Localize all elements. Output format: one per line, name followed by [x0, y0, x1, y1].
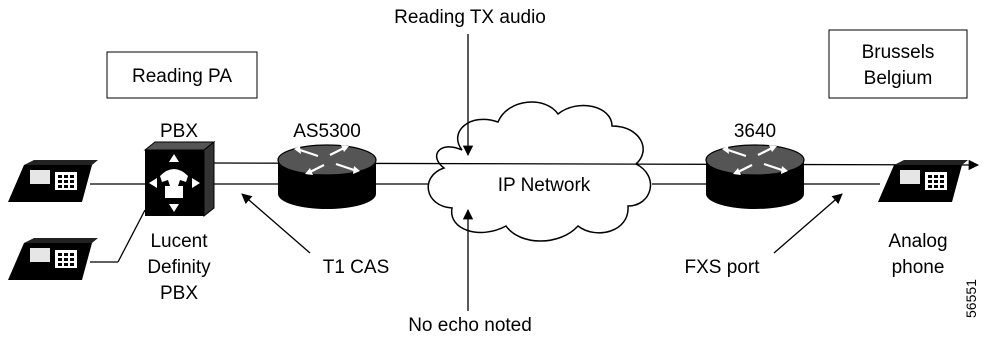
pbx-desc-definity: Definity	[147, 257, 211, 278]
fxs-port-label: FXS port	[685, 257, 761, 278]
telephone-icon	[8, 160, 98, 202]
bottom-note-label: No echo noted	[408, 315, 532, 336]
t1-cas-arrow	[241, 193, 311, 254]
t1-cas-label: T1 CAS	[323, 257, 390, 278]
phone-label-phone: phone	[892, 257, 945, 278]
site-label-reading: Reading PA	[132, 66, 232, 87]
link-phone2-pbx-b	[117, 209, 146, 263]
fxs-port-arrow	[773, 193, 843, 254]
router-icon	[277, 144, 377, 209]
telephone-icon	[878, 160, 968, 202]
site-box-reading	[106, 51, 258, 99]
ip-network-label: IP Network	[498, 175, 591, 196]
ip-network-cloud	[427, 101, 652, 242]
site-label-brussels: Brussels	[862, 42, 935, 63]
top-note-label: Reading TX audio	[394, 7, 546, 28]
pbx-title: PBX	[160, 121, 198, 142]
router-icon	[705, 144, 805, 209]
figure-id: 56551	[963, 279, 979, 318]
site-label-belgium: Belgium	[864, 68, 933, 89]
router-3640-label: 3640	[734, 121, 776, 142]
pbx-desc-lucent: Lucent	[150, 231, 208, 252]
phone-label-analog: Analog	[888, 231, 947, 252]
pbx-icon	[143, 140, 216, 218]
router-as5300-label: AS5300	[293, 121, 361, 142]
telephone-icon	[8, 238, 98, 280]
site-box-brussels	[828, 29, 968, 99]
pbx-desc-pbx: PBX	[160, 283, 198, 304]
